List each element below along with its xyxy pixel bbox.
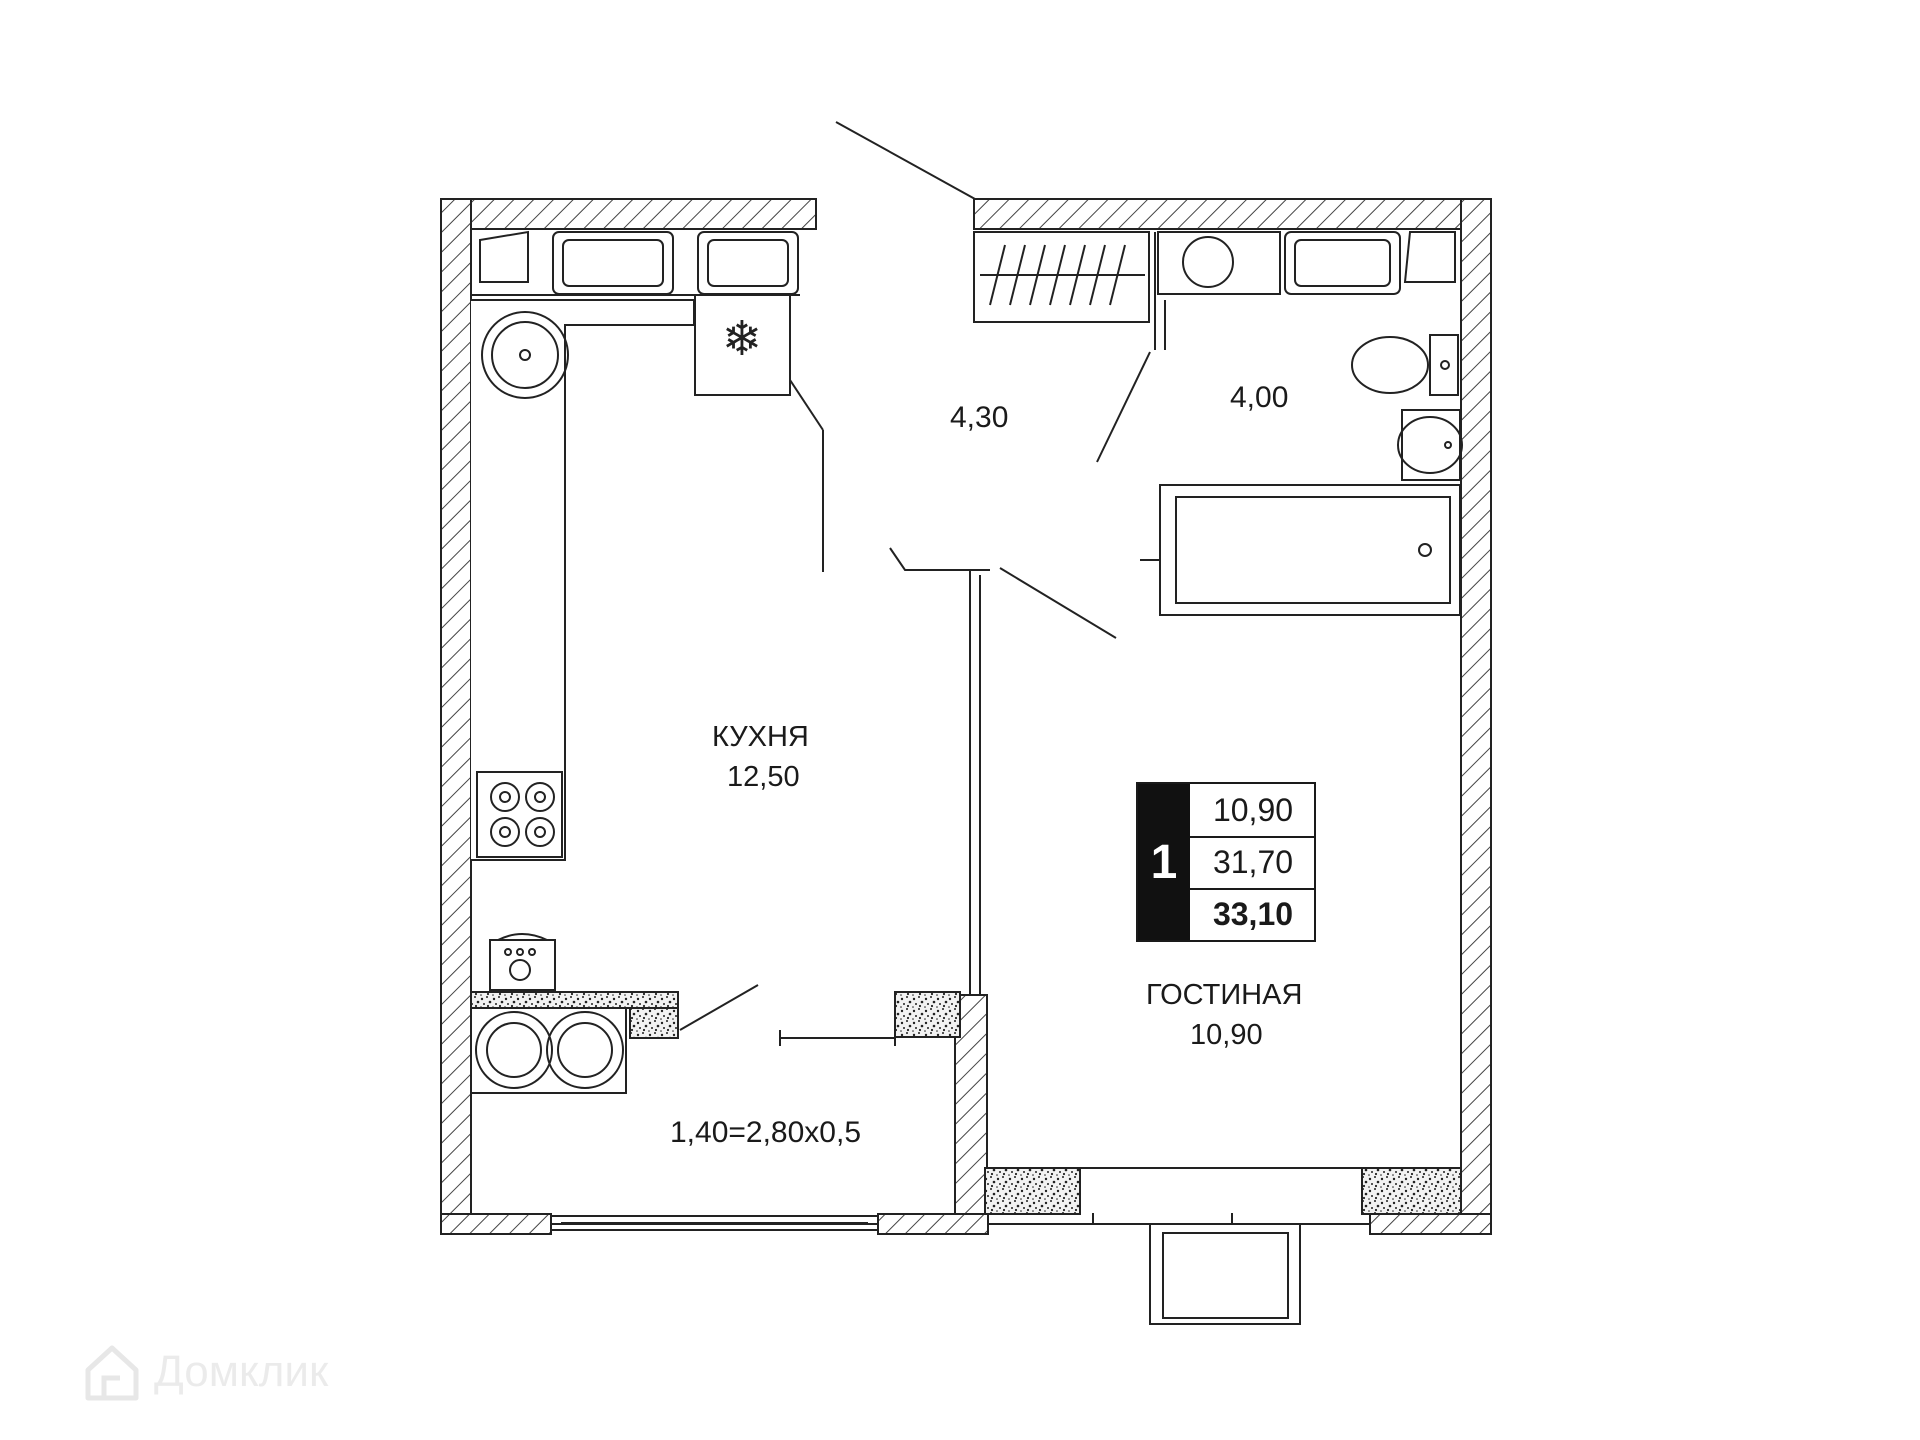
kitchen-area-label: 12,50: [727, 761, 800, 793]
hall-area-label: 4,30: [950, 401, 1009, 434]
kitchen-partition: [470, 984, 961, 1046]
room-count: 1: [1138, 784, 1190, 940]
summary-living-area: 10,90: [1190, 784, 1316, 838]
wall-top-left: [440, 198, 817, 230]
watermark-text: Домклик: [154, 1347, 329, 1396]
bathroom: [1096, 231, 1461, 616]
kitchen-sink: [481, 311, 569, 399]
washbasin: [1397, 409, 1463, 481]
entry-door: [835, 121, 976, 200]
summary-total-with-balcony: 33,10: [1212, 895, 1294, 932]
living-name-label: ГОСТИНАЯ: [1146, 979, 1303, 1011]
exterior-walls: [440, 198, 1492, 1235]
wall-top-right: [973, 198, 1492, 230]
wall-bottom-mid: [877, 1213, 989, 1235]
stove: [476, 771, 563, 858]
balcony-window: [550, 1215, 879, 1231]
snowflake-icon: ❄: [722, 311, 762, 367]
toilet: [1351, 334, 1459, 396]
bathroom-area-label: 4,00: [1230, 381, 1289, 414]
washing-machine: [489, 933, 556, 991]
hall-wardrobe: [973, 231, 1150, 323]
balcony-area-label: 1,40=2,80x0,5: [670, 1116, 862, 1149]
summary-total-area: 31,70: [1190, 836, 1316, 890]
wall-right: [1460, 198, 1492, 1235]
wall-left: [440, 198, 472, 1235]
kitchen-furniture: [471, 230, 824, 861]
area-summary-box: 1 10,90 31,70 33,10: [1136, 782, 1316, 942]
house-logo-icon: [85, 1345, 139, 1401]
living-window: [1080, 1167, 1362, 1325]
living-walls: [984, 1167, 1462, 1215]
wall-bottom-right: [1369, 1213, 1492, 1235]
domclick-watermark: Домклик: [80, 1340, 328, 1404]
fridge: [694, 294, 791, 396]
boilers: [470, 1007, 627, 1094]
kitchen-name-label: КУХНЯ: [712, 721, 809, 753]
wall-bottom-left: [440, 1213, 552, 1235]
hall-partition: [889, 547, 1117, 995]
living-area-label: 10,90: [1190, 1019, 1263, 1051]
interior-outline: [470, 1095, 1370, 1225]
